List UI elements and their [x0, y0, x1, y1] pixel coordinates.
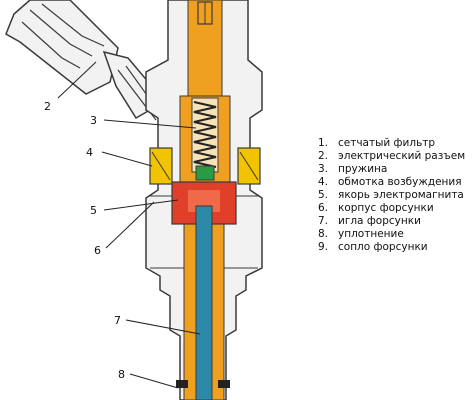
connector-ridge-1	[21, 21, 81, 69]
legend-text: корпус форсунки	[338, 202, 434, 214]
seal-right	[218, 380, 230, 388]
legend-text: электрический разъем	[338, 150, 466, 162]
legend-text: обмотка возбуждения	[338, 176, 462, 188]
leader-lines	[57, 61, 201, 389]
callout-5: 5	[90, 204, 97, 217]
leader-8	[129, 373, 179, 389]
legend-text: якорь электромагнита	[338, 189, 464, 201]
leader-7	[125, 319, 201, 335]
legend-text: уплотнение	[338, 228, 404, 240]
legend-num: 7.	[318, 215, 329, 227]
callout-6: 6	[94, 244, 101, 257]
callout-8: 8	[118, 368, 125, 381]
legend-num: 4.	[318, 176, 329, 188]
coil-left-cut	[151, 151, 171, 181]
callout-2: 2	[44, 100, 51, 113]
connector-neck	[102, 50, 151, 120]
leader-2	[57, 61, 97, 99]
legend-item: 3. пружина	[318, 163, 465, 176]
legend-text: сетчатый фильтр	[338, 137, 436, 149]
leader-6	[105, 201, 155, 249]
legend-item: 6. корпус форсунки	[318, 202, 465, 215]
leader-3	[103, 119, 197, 129]
o-ring-seal	[176, 380, 230, 388]
injector-needle	[195, 205, 213, 400]
excitation-coil	[149, 147, 261, 185]
spring-seat	[195, 165, 215, 181]
legend-num: 1.	[318, 137, 329, 149]
leader-4	[101, 151, 153, 167]
legend-item: 4. обмотка возбуждения	[318, 176, 465, 189]
connector-ridge-3	[41, 3, 105, 47]
leader-5	[103, 199, 179, 211]
legend-num: 6.	[318, 202, 329, 214]
needle-shaft	[195, 205, 213, 400]
connector-plug	[5, 0, 119, 95]
legend-text: игла форсунки	[338, 215, 421, 227]
inlet-filter	[197, 1, 213, 25]
spring-assembly	[179, 95, 231, 185]
legend-item: 2. электрический разъем	[318, 150, 465, 163]
legend-num: 5.	[318, 189, 329, 201]
legend-item: 1. сетчатый фильтр	[318, 137, 465, 150]
connector-ridge-2	[29, 9, 93, 57]
seal-left	[176, 380, 188, 388]
coil-right-cut	[239, 151, 259, 181]
callout-7: 7	[114, 314, 121, 327]
electrical-connector	[5, 0, 163, 121]
callout-labels: 2 3 4 5 6 7 8	[44, 100, 125, 381]
legend-num: 9.	[318, 241, 329, 253]
legend-num: 3.	[318, 163, 329, 175]
parts-legend: 1. сетчатый фильтр 2. электрический разъем…	[318, 137, 465, 254]
legend-num: 2.	[318, 150, 329, 162]
legend-text: пружина	[338, 163, 388, 175]
spring-coil	[193, 101, 217, 168]
legend-item: 8. уплотнение	[318, 228, 465, 241]
legend-text: сопло форсунки	[338, 241, 428, 253]
legend-item: 7. игла форсунки	[318, 215, 465, 228]
legend-num: 8.	[318, 228, 329, 240]
callout-3: 3	[90, 114, 97, 127]
callout-4: 4	[86, 146, 93, 159]
legend-item: 9. сопло форсунки	[318, 241, 465, 254]
legend-item: 5. якорь электромагнита	[318, 189, 465, 202]
